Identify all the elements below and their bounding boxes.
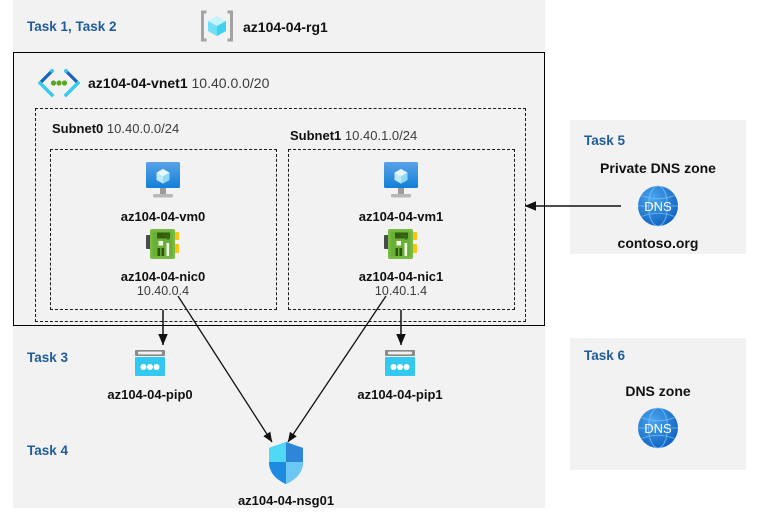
private-dns-name: contoso.org	[617, 235, 699, 251]
resource-group-name: az104-04-rg1	[243, 19, 328, 35]
pip1-label: az104-04-pip1	[357, 387, 443, 402]
subnet0-name: Subnet0	[52, 121, 104, 136]
private-dns-node[interactable]: DNS contoso.org	[578, 183, 738, 251]
vnet-cidr: 10.40.0.0/20	[191, 75, 270, 91]
svg-text:DNS: DNS	[644, 421, 672, 436]
subnets-group-box	[35, 108, 526, 322]
nsg-label: az104-04-nsg01	[237, 493, 335, 508]
vm0-label: az104-04-vm0	[120, 209, 206, 224]
vm1-node[interactable]: az104-04-vm1	[321, 160, 481, 224]
vnet-title: az104-04-vnet1 10.40.0.0/20	[88, 75, 269, 91]
subnet0-title: Subnet0 10.40.0.0/24	[52, 121, 179, 136]
subnet1-title: Subnet1 10.40.1.0/24	[290, 128, 417, 143]
dns-zone-node[interactable]: DNS	[578, 405, 738, 458]
pip1-node[interactable]: az104-04-pip1	[320, 348, 480, 402]
public-ip-icon	[320, 348, 480, 385]
vm0-node[interactable]: az104-04-vm0	[83, 160, 243, 224]
vnet-name: az104-04-vnet1	[88, 75, 188, 91]
pip0-node[interactable]: az104-04-pip0	[70, 348, 230, 402]
subnet0-cidr: 10.40.0.0/24	[106, 121, 180, 136]
public-ip-panel	[13, 338, 545, 410]
resource-group-icon	[199, 8, 235, 44]
vm1-label: az104-04-vm1	[358, 209, 444, 224]
nic1-label: az104-04-nic1	[358, 269, 444, 284]
nic0-ip: 10.40.0.4	[136, 284, 190, 298]
dns-zone-icon: DNS	[578, 183, 738, 234]
subnet1-cidr: 10.40.1.0/24	[344, 128, 418, 143]
task-label-1-2: Task 1, Task 2	[27, 19, 117, 34]
pip0-label: az104-04-pip0	[107, 387, 193, 402]
nic0-node[interactable]: az104-04-nic0 10.40.0.4	[83, 226, 243, 299]
dns-zone-icon: DNS	[578, 405, 738, 456]
task-label-5: Task 5	[584, 133, 626, 148]
virtual-machine-icon	[321, 160, 481, 207]
network-security-group-icon	[206, 440, 366, 491]
vnet-panel	[13, 52, 545, 326]
svg-text:DNS: DNS	[644, 199, 672, 214]
network-interface-icon	[321, 226, 481, 267]
nic1-ip: 10.40.1.4	[374, 284, 428, 298]
public-ip-icon	[70, 348, 230, 385]
virtual-machine-icon	[83, 160, 243, 207]
task-label-4: Task 4	[27, 443, 69, 458]
subnet0-box	[50, 149, 277, 310]
nsg-node[interactable]: az104-04-nsg01	[206, 440, 366, 508]
task-label-3: Task 3	[27, 350, 69, 365]
dns-zone-heading: DNS zone	[625, 383, 691, 399]
nic0-label: az104-04-nic0	[120, 269, 206, 284]
subnet1-name: Subnet1	[290, 128, 342, 143]
subnet1-box	[288, 149, 515, 310]
network-interface-icon	[83, 226, 243, 267]
task-label-6: Task 6	[584, 348, 626, 363]
private-dns-heading: Private DNS zone	[600, 160, 716, 176]
virtual-network-icon	[36, 68, 82, 98]
nic1-node[interactable]: az104-04-nic1 10.40.1.4	[321, 226, 481, 299]
